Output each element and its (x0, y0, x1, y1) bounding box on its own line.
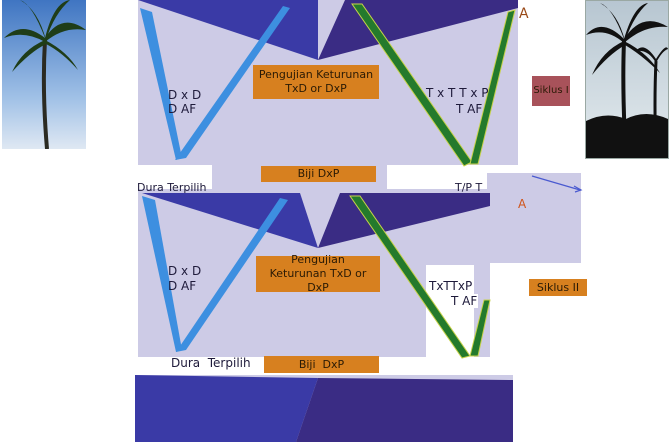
top-right-cross-label-2: T AF (456, 102, 483, 116)
mid-right-green-arm-2 (469, 299, 491, 357)
mid-left-cross-label: D x D (168, 264, 202, 278)
top-right-arrow (531, 175, 581, 191)
mid-right-cross-label-2: T AF (450, 294, 479, 309)
mid-left-cross-label-2: D AF (168, 279, 197, 293)
top-corner-letter: A (519, 6, 529, 22)
top-purple-triangle (318, 0, 518, 60)
top-right-selected-label: T/P T (455, 181, 483, 194)
top-left-blue-arm-2 (175, 6, 290, 160)
mid-left-blue-arm (142, 196, 182, 352)
mid-left-selected-label: Dura Terpilih (171, 356, 251, 370)
mid-right-cross-label: TxTTxP (428, 279, 474, 294)
mid-left-blue-arm-2 (176, 198, 288, 352)
top-progeny-test-box: Pengujian Keturunan TxD or DxP (253, 65, 379, 99)
palm-photo-day (2, 0, 86, 149)
top-left-selected-label: Dura Terpilih (137, 181, 207, 194)
cycle-1-box: Siklus I (532, 76, 570, 106)
top-right-cross-label: T x T T x P (426, 86, 489, 100)
top-right-green-arm-2 (469, 9, 516, 165)
bottom-blue-triangle (135, 375, 318, 442)
cycle-2-box: Siklus II (529, 279, 587, 296)
palm-photo-silhouette (585, 0, 669, 159)
bottom-purple-triangle (296, 378, 513, 442)
mid-blue-triangle (142, 193, 318, 248)
mid-seed-box: Biji DxP (264, 356, 379, 373)
top-left-cross-label-2: D AF (168, 102, 197, 116)
middle-right-letter: A (518, 197, 527, 211)
top-right-strip (487, 173, 581, 263)
top-blue-triangle (138, 0, 318, 60)
mid-progeny-test-box: Pengujian Keturunan TxD or DxP (256, 253, 380, 294)
top-left-cross-label: D x D (168, 88, 202, 102)
top-left-blue-arm (140, 8, 182, 160)
top-seed-box: Biji DxP (261, 166, 376, 182)
mid-purple-triangle (318, 193, 490, 248)
